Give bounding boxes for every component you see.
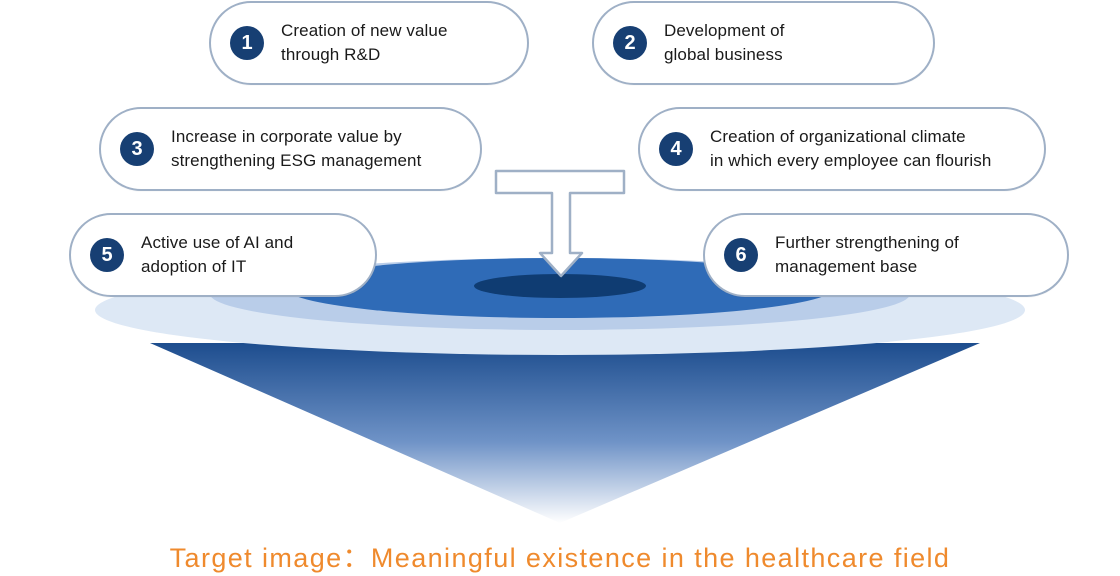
- goal-number-badge: 1: [230, 26, 264, 60]
- goal-pill-1: 1 Creation of new value through R&D: [209, 1, 529, 85]
- goal-pill-2: 2 Development of global business: [592, 1, 935, 85]
- goal-label: Active use of AI and adoption of IT: [141, 233, 294, 276]
- goal-number-badge: 4: [659, 132, 693, 166]
- goal-label: Creation of new value through R&D: [281, 21, 448, 64]
- goal-pill-5: 5 Active use of AI and adoption of IT: [69, 213, 377, 297]
- goal-pill-4: 4 Creation of organizational climate in …: [638, 107, 1046, 191]
- core-disc: [474, 274, 646, 298]
- goal-label: Creation of organizational climate in wh…: [710, 127, 992, 170]
- funnel-cone: [150, 343, 980, 523]
- goal-number-badge: 5: [90, 238, 124, 272]
- down-arrow-icon: [494, 169, 626, 278]
- goal-pill-6: 6 Further strengthening of management ba…: [703, 213, 1069, 297]
- target-caption: Target image：Meaningful existence in the…: [169, 543, 951, 573]
- goal-label: Increase in corporate value by strengthe…: [171, 127, 422, 170]
- goal-pill-3: 3 Increase in corporate value by strengt…: [99, 107, 482, 191]
- goal-number-badge: 3: [120, 132, 154, 166]
- goal-number-badge: 6: [724, 238, 758, 272]
- goal-number-badge: 2: [613, 26, 647, 60]
- goal-label: Further strengthening of management base: [775, 233, 959, 276]
- goal-label: Development of global business: [664, 21, 785, 64]
